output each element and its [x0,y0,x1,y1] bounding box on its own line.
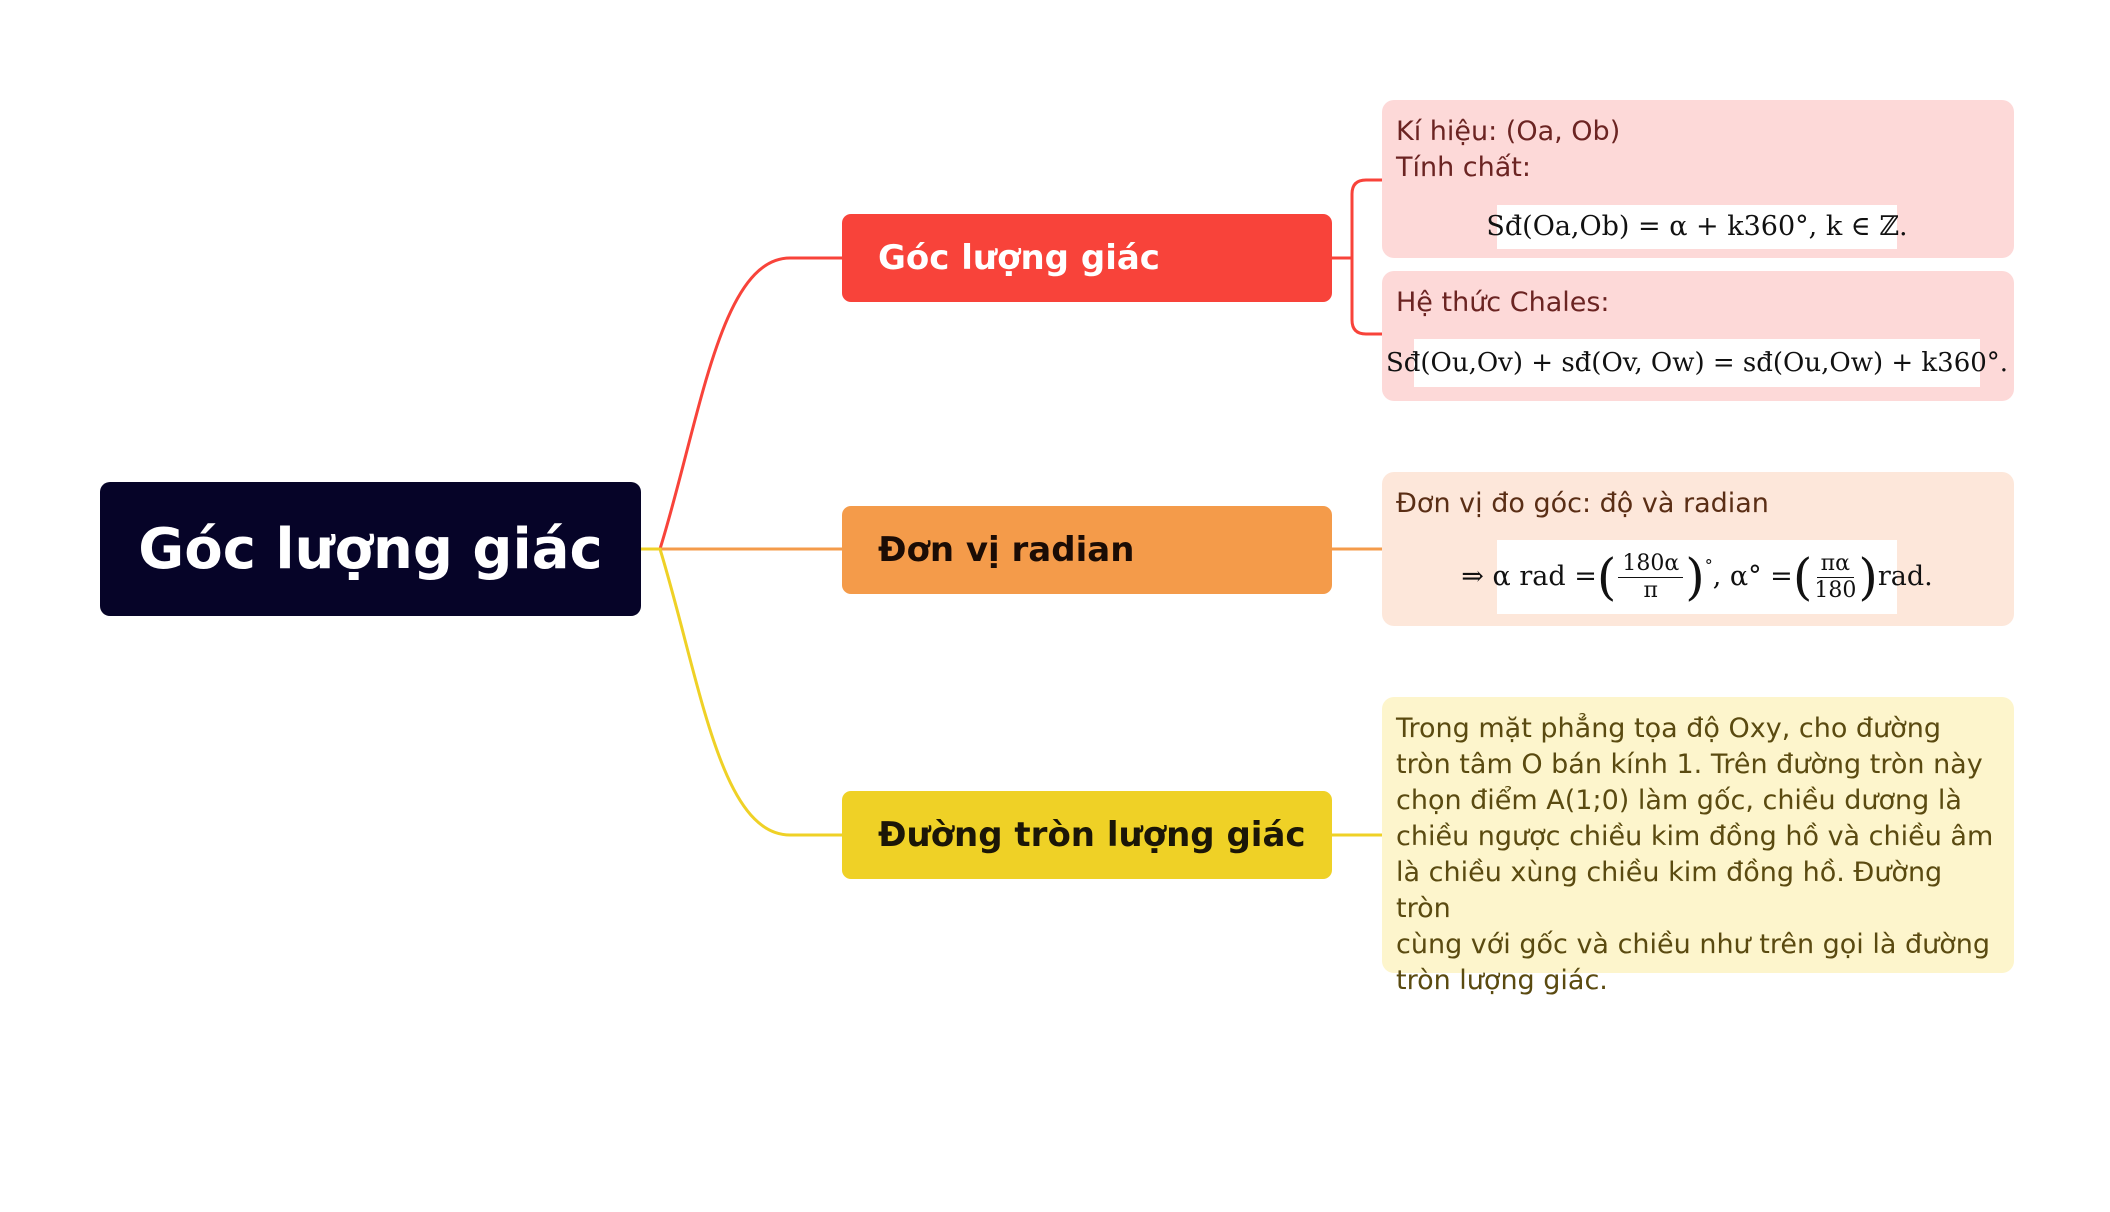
formula-lead: ⇒ α rad = [1461,561,1597,592]
note-line: Hệ thức Chales: [1396,287,1610,318]
note-notation-property[interactable]: Kí hiệu: (Oa, Ob) Tính chất: Sđ(Oa,Ob) =… [1382,100,2014,258]
formula-tail: rad. [1877,561,1933,592]
formula-radian-conversion: ⇒ α rad = ( 180α π )° , α° = ( πα 180 ) … [1461,540,1933,614]
note-line: chiều ngược chiều kim đồng hồ và chiều â… [1396,821,1994,852]
note-line: Tính chất: [1396,152,1531,183]
degree-sup: ° [1704,556,1713,575]
fraction-2: πα 180 [1814,551,1856,604]
root-topic[interactable]: Góc lượng giác [100,482,641,616]
link-root-yellow [641,547,842,837]
formula-angle-measure: Sđ(Oa,Ob) = α + k360°, k ∈ ℤ. [1486,205,1908,249]
note-line: chọn điểm A(1;0) làm gốc, chiều dương là [1396,785,1962,816]
fraction-2-den: 180 [1814,577,1857,603]
paren-close: ) [1858,548,1878,606]
note-line: Đơn vị đo góc: độ và radian [1396,488,1769,519]
formula-mid: , α° = [1712,561,1793,592]
note-line: tròn lượng giác. [1396,965,1608,996]
fraction-1-den: π [1643,577,1658,603]
note-line: Kí hiệu: (Oa, Ob) [1396,116,1621,147]
note-line: là chiều xùng chiều kim đồng hồ. Đường t… [1396,857,1943,924]
note-line: Trong mặt phẳng tọa độ Oxy, cho đường [1396,713,1941,744]
link-root-red [641,256,842,551]
paren-close: ) [1685,548,1705,606]
topic-duong-tron-luong-giac[interactable]: Đường tròn lượng giác [842,791,1332,879]
note-radian[interactable]: Đơn vị đo góc: độ và radian ⇒ α rad = ( … [1382,472,2014,626]
formula-chales: Sđ(Ou,Ov) + sđ(Ov, Ow) = sđ(Ou,Ow) + k36… [1386,339,2008,387]
note-line: tròn tâm O bán kính 1. Trên đường tròn n… [1396,749,1983,780]
topic-goc-luong-giac[interactable]: Góc lượng giác [842,214,1332,302]
topic-label: Đơn vị radian [878,530,1135,570]
note-unit-circle[interactable]: Trong mặt phẳng tọa độ Oxy, cho đường tr… [1382,697,2014,996]
note-line: cùng với gốc và chiều như trên gọi là đư… [1396,929,1991,960]
fraction-1-num: 180α [1618,551,1684,578]
root-label: Góc lượng giác [138,516,603,582]
paren-open: ( [1792,548,1813,606]
topic-don-vi-radian[interactable]: Đơn vị radian [842,506,1332,594]
link-red-notes [1332,178,1382,336]
paren-open: ( [1596,548,1617,606]
topic-label: Đường tròn lượng giác [878,815,1306,855]
fraction-2-num: πα [1816,551,1854,578]
topic-label: Góc lượng giác [878,238,1160,278]
fraction-1: 180α π [1618,551,1684,604]
note-chales[interactable]: Hệ thức Chales: Sđ(Ou,Ov) + sđ(Ov, Ow) =… [1382,271,2014,401]
